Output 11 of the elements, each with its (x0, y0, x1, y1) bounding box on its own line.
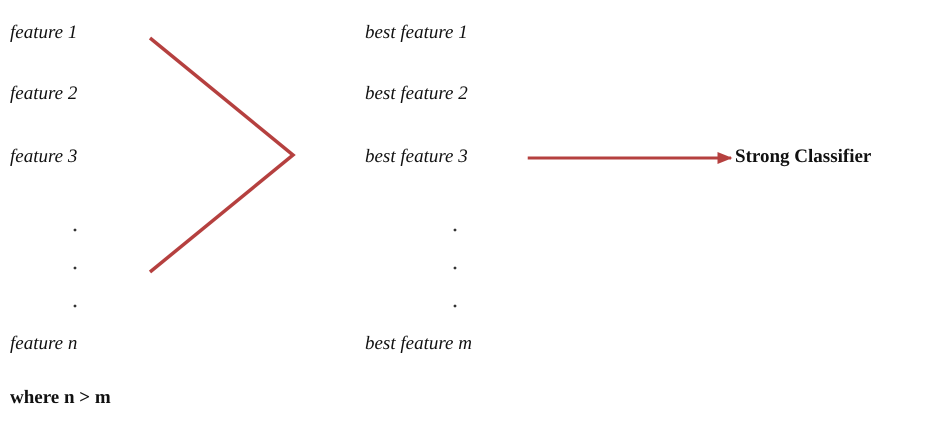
feature-label: best feature 3 (365, 146, 468, 168)
arrow (528, 152, 732, 164)
feature-label: best feature 2 (365, 83, 468, 105)
feature-label: best feature 1 (365, 22, 468, 44)
note: where n > m (10, 387, 111, 409)
result-label: Strong Classifier (735, 146, 872, 168)
feature-label: feature n (10, 333, 78, 355)
feature-label: feature 2 (10, 83, 78, 105)
feature-label: feature 3 (10, 146, 78, 168)
feature-label: best feature m (365, 333, 472, 355)
feature-label: feature 1 (10, 22, 78, 44)
